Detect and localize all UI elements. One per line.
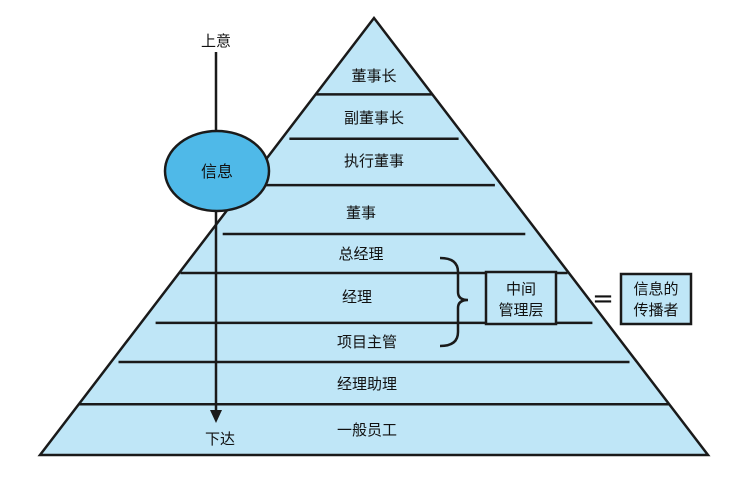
level-label-staff: 一般员工 xyxy=(337,421,397,439)
arrow-down-icon xyxy=(210,410,222,423)
level-label-project-supervisor: 项目主管 xyxy=(337,333,397,351)
level-label-vice-chairman: 副董事长 xyxy=(344,109,404,127)
equals-sign: = xyxy=(592,284,614,314)
pyramid-level-labels: 董事长 副董事长 执行董事 董事 总经理 经理 项目主管 经理助理 一般员工 xyxy=(337,67,404,439)
disseminator-line2: 传播者 xyxy=(633,301,678,319)
pyramid-dividers xyxy=(79,93,669,406)
information-flow-arrow: 上意 下达 xyxy=(201,32,235,448)
disseminator-line1: 信息的 xyxy=(633,280,678,298)
level-label-director: 董事 xyxy=(346,204,376,222)
level-label-executive-director: 执行董事 xyxy=(344,152,404,170)
information-ellipse: 信息 xyxy=(163,129,271,213)
level-label-manager: 经理 xyxy=(342,288,372,306)
level-label-assistant-manager: 经理助理 xyxy=(337,375,397,393)
middle-management-line1: 中间 xyxy=(506,280,536,298)
level-label-general-manager: 总经理 xyxy=(338,245,383,263)
middle-management-box-shape xyxy=(484,270,558,326)
disseminator-box-shape xyxy=(619,272,693,326)
disseminator-box: 信息的 传播者 xyxy=(619,272,693,326)
middle-management-brace xyxy=(439,256,469,348)
flow-top-label: 上意 xyxy=(201,32,231,50)
middle-management-line2: 管理层 xyxy=(498,301,543,319)
middle-management-box: 中间 管理层 xyxy=(484,270,558,326)
flow-bottom-label: 下达 xyxy=(205,430,235,448)
information-ellipse-label: 信息 xyxy=(201,162,233,181)
information-ellipse-shape xyxy=(163,129,271,213)
level-label-chairman: 董事长 xyxy=(351,67,396,85)
pyramid-shape xyxy=(37,15,711,457)
